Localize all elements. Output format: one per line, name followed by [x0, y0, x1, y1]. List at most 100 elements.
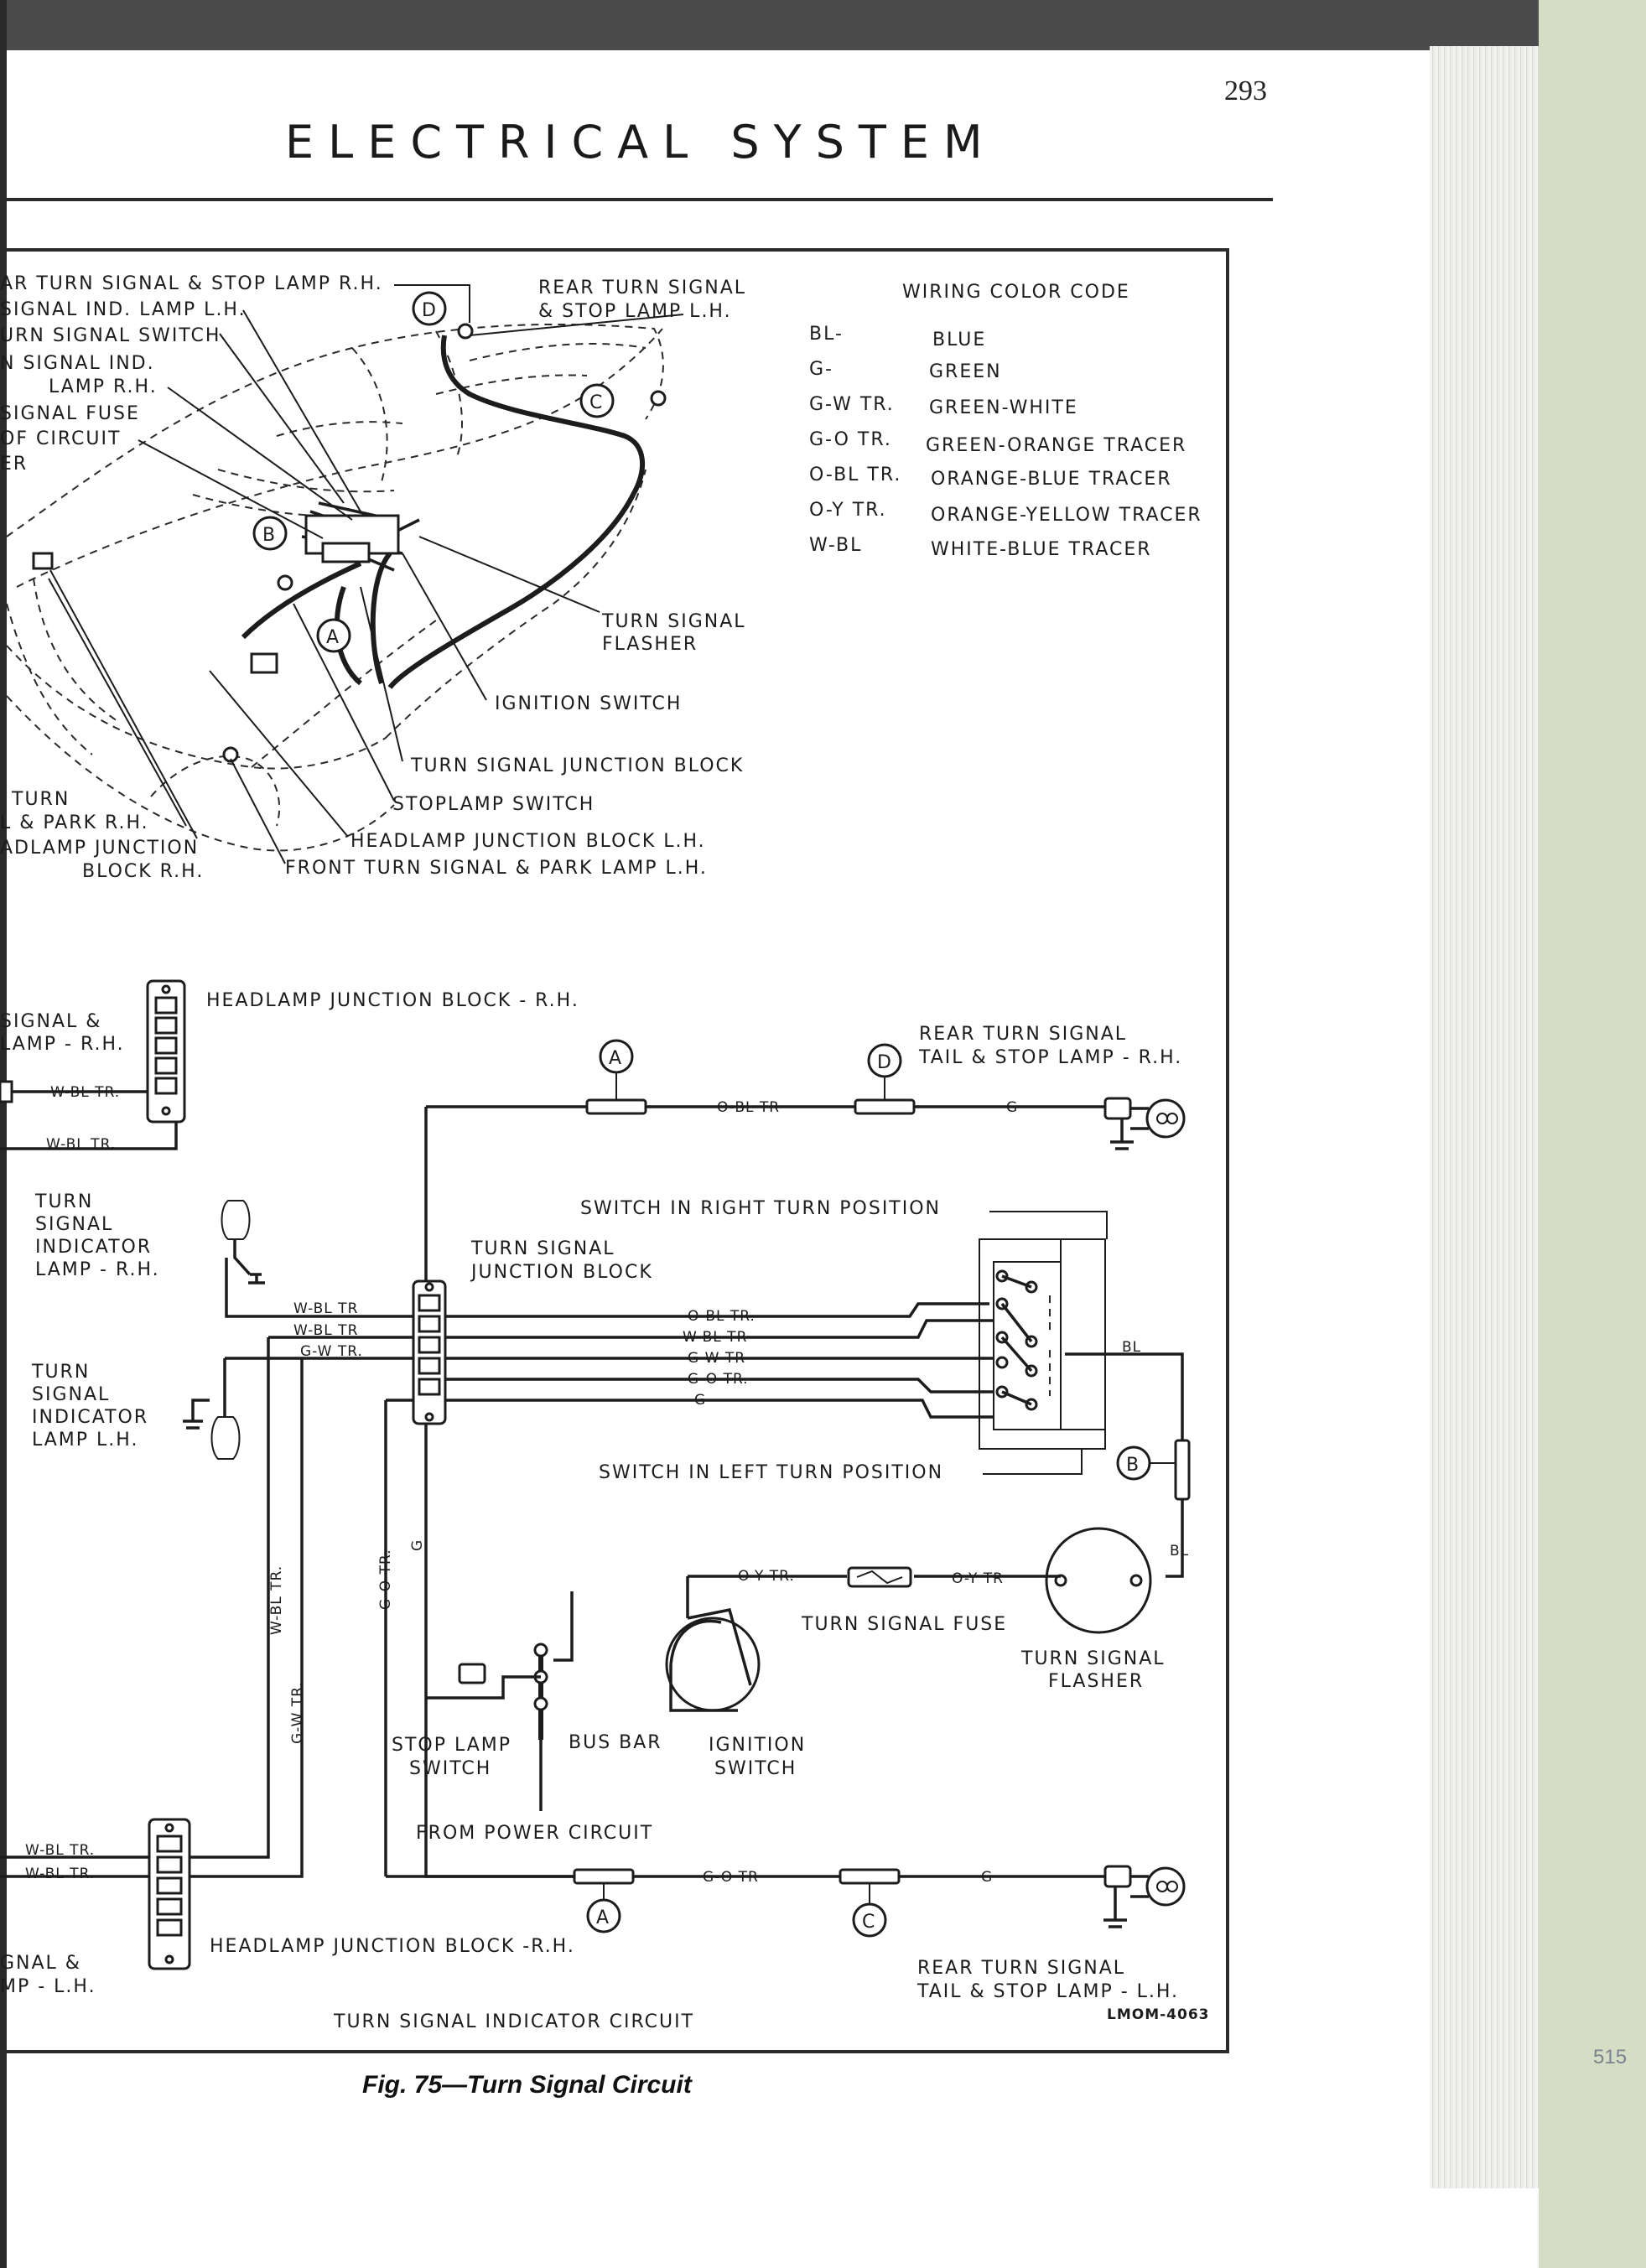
callout: URN SIGNAL SWITCH: [0, 325, 221, 346]
wire-label: W-BL TR.: [25, 1842, 95, 1859]
wire: [1065, 1352, 1184, 1440]
callout: BLOCK R.H.: [82, 861, 204, 882]
wire-label: W-BL TR.: [50, 1084, 120, 1101]
color-code-legend: WIRING COLOR CODE BL- BLUE G- GREEN G-W …: [809, 282, 1202, 560]
turn-signal-junction-block: [412, 1279, 447, 1425]
callout: SIGNAL IND. LAMP L.H.: [0, 299, 247, 320]
left-signal-top-label: SIGNAL &: [0, 1011, 101, 1032]
title-rule: [0, 198, 1273, 201]
front-lamp-shape: [222, 746, 239, 763]
callout: FLASHER: [602, 634, 698, 655]
legend-code: G-W TR.: [809, 394, 895, 415]
wire: [445, 1399, 994, 1419]
wire-label: G-W TR.: [289, 1681, 306, 1744]
legend-meaning: ORANGE-YELLOW TRACER: [931, 505, 1202, 526]
rear-rh-label: REAR TURN SIGNAL: [919, 1024, 1127, 1045]
legend-code: W-BL: [809, 535, 862, 556]
legend-meaning: BLUE: [932, 330, 986, 350]
pictorial-callouts: AR TURN SIGNAL & STOP LAMP R.H. SIGNAL I…: [0, 273, 746, 882]
rear-lh-label: REAR TURN SIGNAL: [917, 1958, 1125, 1979]
marker-d-label: D: [422, 300, 438, 321]
callout: SIGNAL FUSE: [0, 403, 140, 424]
headlamp-junction-block-rh-bottom: [148, 1818, 191, 1970]
wire-label: G-O TR.: [377, 1549, 394, 1610]
marker-c-label: C: [589, 392, 604, 413]
legend-code: G-: [809, 359, 833, 380]
callout: L & PARK R.H.: [0, 812, 149, 833]
callout: TURN SIGNAL JUNCTION BLOCK: [410, 755, 744, 776]
hj-rh-bottom-label: HEADLAMP JUNCTION BLOCK -R.H.: [210, 1936, 575, 1957]
ind-lh-label: LAMP L.H.: [32, 1430, 138, 1451]
rear-rh-label: TAIL & STOP LAMP - R.H.: [918, 1047, 1182, 1068]
legend-meaning: GREEN-ORANGE TRACER: [926, 435, 1186, 456]
flasher-label: FLASHER: [1048, 1671, 1144, 1692]
connector-a-bottom: [573, 1868, 635, 1885]
scan-left-border: [0, 0, 7, 2268]
marker-a: [599, 1039, 634, 1074]
figure-frame: [0, 248, 1229, 2053]
wire-label: O-Y TR: [952, 1570, 1004, 1587]
headlamp-junction-shape: [32, 552, 54, 570]
wire: [445, 1302, 989, 1318]
stop-lamp-label: STOP LAMP: [392, 1735, 511, 1756]
ind-lh-label: SIGNAL: [32, 1384, 110, 1405]
callout: N SIGNAL IND.: [0, 353, 155, 374]
ignition-label: SWITCH: [714, 1758, 797, 1779]
callout: ER: [0, 454, 28, 475]
background-board: [1539, 0, 1646, 2268]
wire-label: W-BL TR.: [25, 1866, 95, 1882]
indicator-lamp-rh: [221, 1200, 265, 1285]
wire-label: W-BL TR: [683, 1329, 747, 1346]
wire-label: W-BL TR: [293, 1300, 358, 1317]
flasher-label: TURN SIGNAL: [1020, 1648, 1166, 1669]
hj-rh-top-label: HEADLAMP JUNCTION BLOCK - R.H.: [206, 990, 579, 1011]
wire-label: O-Y TR.: [738, 1568, 795, 1585]
legend-title: WIRING COLOR CODE: [902, 282, 1130, 303]
left-signal-bottom-label: MP - L.H.: [0, 1976, 96, 1997]
legend-meaning: WHITE-BLUE TRACER: [931, 539, 1152, 560]
callout: REAR TURN SIGNAL: [538, 278, 746, 298]
connector-a-top: [585, 1098, 647, 1115]
wire-label: G-W TR.: [300, 1343, 363, 1360]
connector-d: [854, 1098, 916, 1115]
wire: [445, 1319, 994, 1339]
page-stack-edge: [1430, 46, 1539, 2188]
stoplamp-switch-shape: [277, 574, 293, 591]
corner-mark: 515: [1593, 2046, 1628, 2068]
ind-rh-label: INDICATOR: [35, 1237, 152, 1258]
bus-bar-label: BUS BAR: [569, 1732, 662, 1753]
wire-label: W-BL TR.: [268, 1565, 285, 1635]
callout: OF CIRCUIT: [0, 428, 121, 449]
wire-label: G: [409, 1539, 426, 1551]
wire-label: O-BL TR: [717, 1099, 780, 1116]
marker-a: [316, 618, 351, 653]
wire-label: O-BL TR.: [688, 1308, 755, 1325]
legend-code: G-O TR.: [809, 429, 892, 450]
marker-c: [852, 1902, 887, 1938]
marker-d-label: D: [877, 1052, 893, 1073]
marker-d: [867, 1043, 902, 1078]
marker-a: [586, 1898, 621, 1933]
wire-label: G: [694, 1392, 706, 1409]
left-signal-top-label: LAMP - R.H.: [0, 1034, 125, 1055]
ignition-label: IGNITION: [709, 1735, 806, 1756]
figure-caption: Fig. 75—Turn Signal Circuit: [362, 2071, 692, 2099]
ind-rh-label: TURN: [34, 1191, 93, 1212]
wire: [445, 1378, 994, 1393]
callout: HEADLAMP JUNCTION BLOCK L.H.: [350, 831, 706, 852]
legend-meaning: GREEN: [929, 361, 1002, 382]
wire-label: G: [981, 1869, 993, 1886]
wire-label: G-O TR.: [688, 1371, 749, 1388]
connector-c: [839, 1868, 901, 1885]
headlamp-junction-shape: [250, 652, 278, 674]
callout: FRONT TURN SIGNAL & PARK LAMP L.H.: [285, 858, 708, 879]
callout: AR TURN SIGNAL & STOP LAMP R.H.: [0, 273, 383, 294]
legend-meaning: GREEN-WHITE: [929, 397, 1078, 418]
scan-top-border: [0, 0, 1646, 50]
callout: ADLAMP JUNCTION: [0, 838, 199, 859]
marker-c-label: C: [862, 1912, 876, 1933]
callout-leaders: [48, 284, 684, 864]
connector-b: [1174, 1439, 1191, 1501]
turn-signal-switch: [979, 1238, 1106, 1450]
marker-c: [579, 383, 615, 418]
